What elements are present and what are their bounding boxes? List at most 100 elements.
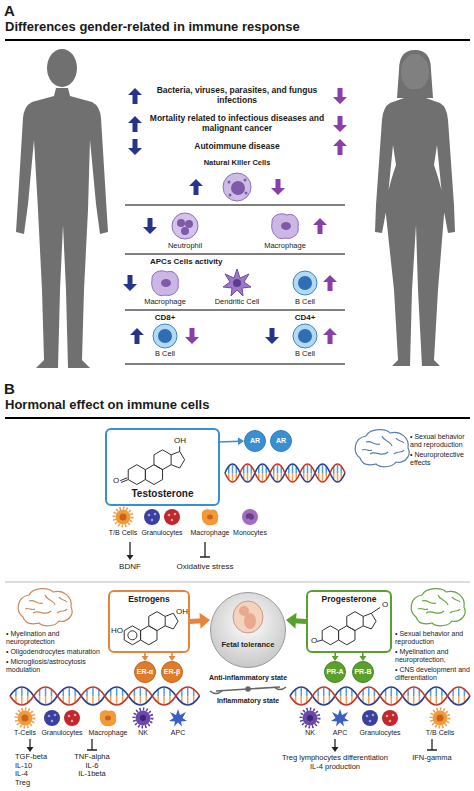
cell-label: Macrophage	[87, 729, 129, 737]
cytokine-label: IL-4	[15, 770, 28, 779]
illustration-part	[401, 54, 429, 90]
arrow-head	[286, 613, 297, 629]
cytokine-label: IL-6	[67, 762, 117, 771]
effect-text: Mortality related to infectious diseases…	[150, 114, 325, 134]
illustration-part	[233, 601, 263, 633]
node-text: Estrogens	[110, 595, 188, 605]
cytokine-label: Treg	[15, 779, 30, 788]
node-text: ER-α	[137, 668, 153, 676]
immune-cells-testosterone	[114, 508, 258, 526]
effect-text: Bacteria, viruses, parasites, and fungus…	[150, 86, 325, 106]
illustration-part	[333, 139, 347, 155]
receptor-circle: AR	[270, 430, 292, 452]
illustration-part	[144, 509, 160, 525]
bond-lines	[120, 447, 380, 642]
illustration-part	[293, 324, 317, 348]
receptor-circle: AR	[244, 430, 266, 452]
cell-label: B Cell	[140, 350, 190, 359]
atom-label: HO	[111, 626, 123, 635]
illustration-part	[200, 542, 210, 557]
illustration-part	[125, 254, 345, 255]
hormone-box: Estrogens	[108, 590, 190, 653]
cytokine-label: TNF-alpha	[67, 753, 117, 762]
illustration-part	[179, 447, 180, 452]
illustration-part	[293, 271, 317, 295]
cell-label: Dendritic Cell	[205, 298, 269, 307]
illustration-part	[29, 739, 30, 747]
illustration-part	[331, 709, 349, 727]
receptor-circle: PR-B	[352, 661, 374, 683]
cytokine-label: IL-1beta	[67, 770, 117, 779]
bullet-text: • Microgliosis/astrocytosis modulation	[6, 658, 106, 674]
title-rule	[5, 39, 470, 41]
dna-helix	[290, 687, 470, 705]
connector-arrow	[332, 653, 339, 661]
brain-icon	[18, 589, 72, 626]
panel-letter: A	[4, 2, 15, 19]
illustration-part	[216, 687, 280, 691]
cell-label: Monocytes	[228, 529, 272, 537]
bullet-text: • CNS development and differentiation	[395, 666, 471, 682]
illustration-part	[271, 179, 285, 195]
marker-label: CD4+	[285, 313, 325, 322]
fetal-tolerance-circle: Fetal tolerance	[210, 592, 286, 668]
illustration-part	[44, 710, 60, 726]
bullet-text: • Sexual behavior and reproduction	[395, 630, 471, 646]
illustration-part	[371, 608, 380, 614]
hormone-box: Testosterone	[105, 428, 220, 506]
node-text: AR	[276, 437, 286, 445]
cell-label: Granulocytes	[137, 529, 187, 537]
illustration-part	[223, 269, 251, 296]
cell-label: Granulocytes	[358, 729, 402, 737]
illustration-part	[87, 739, 97, 750]
node-text: PR-A	[326, 668, 343, 676]
illustration-part	[301, 709, 319, 727]
illustration-part	[153, 324, 177, 348]
title-rule	[5, 417, 470, 419]
illustration-part	[265, 328, 279, 344]
cell-label: APC	[166, 729, 190, 737]
bullet-text: • Myelination and neuroprotection,	[395, 648, 471, 664]
connector-arrow	[359, 653, 366, 661]
illustration-part	[272, 214, 299, 239]
node-text: PR-B	[354, 668, 371, 676]
panel-letter: B	[4, 380, 15, 397]
balance-scale	[210, 687, 286, 694]
receptor-circle: ER-β	[161, 661, 183, 683]
illustration-part	[125, 364, 345, 365]
atom-label: OH	[174, 436, 186, 445]
dna-helix	[225, 464, 345, 482]
atom-label: O	[311, 636, 317, 645]
node-text: ER-β	[164, 668, 180, 676]
illustration-part	[223, 173, 251, 201]
state-label: Inflammatory state	[196, 697, 300, 705]
state-label: Anti-inflammatory state	[196, 674, 300, 682]
effect-arrows	[30, 542, 437, 750]
bullet-text: • Sexual behavior and reproduction	[410, 433, 470, 449]
illustration-part	[431, 709, 449, 727]
cell-label: Macrophage	[250, 242, 320, 251]
cell-label: T-Cells	[7, 729, 43, 737]
marker-label: CD8+	[145, 313, 185, 322]
cell-label: APC	[328, 729, 352, 737]
receptor-circle: PR-A	[324, 661, 346, 683]
illustration-part	[242, 509, 258, 525]
bullet-text: • Myelination and neuroprotection	[6, 630, 106, 646]
arrow-head	[199, 613, 210, 629]
effect-text: Autoimmune disease	[150, 142, 325, 152]
illustration-part	[323, 275, 337, 291]
illustration-part	[172, 213, 198, 239]
atom-label: OH	[176, 607, 188, 616]
illustration-part	[128, 631, 137, 640]
connector-arrow	[141, 653, 148, 661]
illustration-part	[128, 116, 142, 132]
connector-line	[220, 440, 239, 442]
dna-helix	[10, 687, 200, 705]
connector-arrow	[190, 613, 210, 629]
cytokine-label: TGF-beta	[15, 753, 47, 762]
illustration-part	[120, 478, 127, 481]
cell-label: Macrophage	[135, 298, 195, 307]
illustration-part	[189, 179, 203, 195]
cell-label: B Cell	[280, 298, 330, 307]
